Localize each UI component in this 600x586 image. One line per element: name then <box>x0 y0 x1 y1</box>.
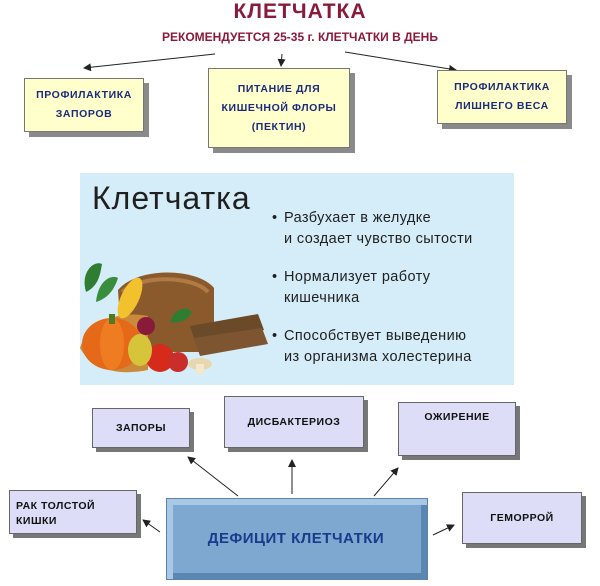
consequence-label: ОЖИРЕНИЕ <box>424 411 490 423</box>
benefit-box-weight-prevention: ПРОФИЛАКТИКА ЛИШНЕГО ВЕСА <box>437 70 567 124</box>
benefit-line: ЗАПОРОВ <box>55 108 113 120</box>
benefit-line: (ПЕКТИН) <box>251 120 307 133</box>
consequence-box-obesity: ОЖИРЕНИЕ <box>398 402 516 456</box>
bullet-line: кишечника <box>284 290 360 306</box>
bullet-dot-icon: • <box>272 269 278 285</box>
benefit-line: ЛИШНЕГО ВЕСА <box>455 100 549 112</box>
diagram-subtitle: РЕКОМЕНДУЕТСЯ 25-35 г. КЛЕТЧАТКИ В ДЕНЬ <box>162 30 438 44</box>
benefit-line: КИШЕЧНОЙ ФЛОРЫ <box>221 101 337 114</box>
deficit-box <box>166 498 428 580</box>
consequence-box-hemorrhoids: ГЕМОРРОЙ <box>462 492 582 544</box>
bullet-line: Способствует выведению <box>284 328 467 344</box>
consequence-label: ГЕМОРРОЙ <box>490 511 554 524</box>
benefit-box-constipation-prevention: ПРОФИЛАКТИКА ЗАПОРОВ <box>24 78 144 132</box>
arrow-to-constipation-prevention <box>83 53 216 72</box>
benefit-box-flora-nutrition: ПИТАНИЕ ДЛЯ КИШЕЧНОЙ ФЛОРЫ (ПЕКТИН) <box>208 68 350 148</box>
consequence-label: РАК ТОЛСТОЙ <box>16 500 96 512</box>
arrow-to-constipation <box>187 456 239 497</box>
consequence-label: ДИСБАКТЕРИОЗ <box>247 415 341 428</box>
bullet-dot-icon: • <box>272 210 278 226</box>
bullet-line: из организма холестерина <box>284 349 472 365</box>
consequence-box-colon-cancer: РАК ТОЛСТОЙ КИШКИ <box>9 490 137 534</box>
benefit-line: ПИТАНИЕ ДЛЯ <box>237 82 321 95</box>
bullet-line: и создает чувство сытости <box>284 231 473 247</box>
bullet-item: • Способствует выведению из организма хол… <box>272 326 512 368</box>
bullet-line: Нормализует работу <box>284 269 431 285</box>
arrow-to-hemorrhoids <box>432 524 455 536</box>
consequence-label: ЗАПОРЫ <box>115 421 167 434</box>
arrow-to-obesity <box>373 467 399 497</box>
consequence-label: КИШКИ <box>16 515 57 527</box>
deficit-label: ДЕФИЦИТ КЛЕТЧАТКИ <box>207 529 385 547</box>
vegetables-bread-illustration <box>80 263 268 374</box>
panel-title: Клетчатка <box>92 180 251 216</box>
bullet-dot-icon: • <box>272 328 278 344</box>
arrow-to-colon-cancer <box>142 519 161 533</box>
bullet-line: Разбухает в желудке <box>284 210 432 226</box>
bullet-item: • Разбухает в желудке и создает чувство с… <box>272 208 512 250</box>
consequence-box-dysbacteriosis: ДИСБАКТЕРИОЗ <box>224 396 364 448</box>
benefit-line: ПРОФИЛАКТИКА <box>36 89 132 101</box>
diagram-title: КЛЕТЧАТКА <box>233 0 367 23</box>
consequence-box-constipation: ЗАПОРЫ <box>92 408 190 448</box>
benefit-line: ПРОФИЛАКТИКА <box>454 81 550 93</box>
arrow-to-weight-prevention <box>344 51 457 73</box>
arrow-to-flora-nutrition <box>277 53 286 67</box>
bullet-item: • Нормализует работу кишечника <box>272 267 512 309</box>
